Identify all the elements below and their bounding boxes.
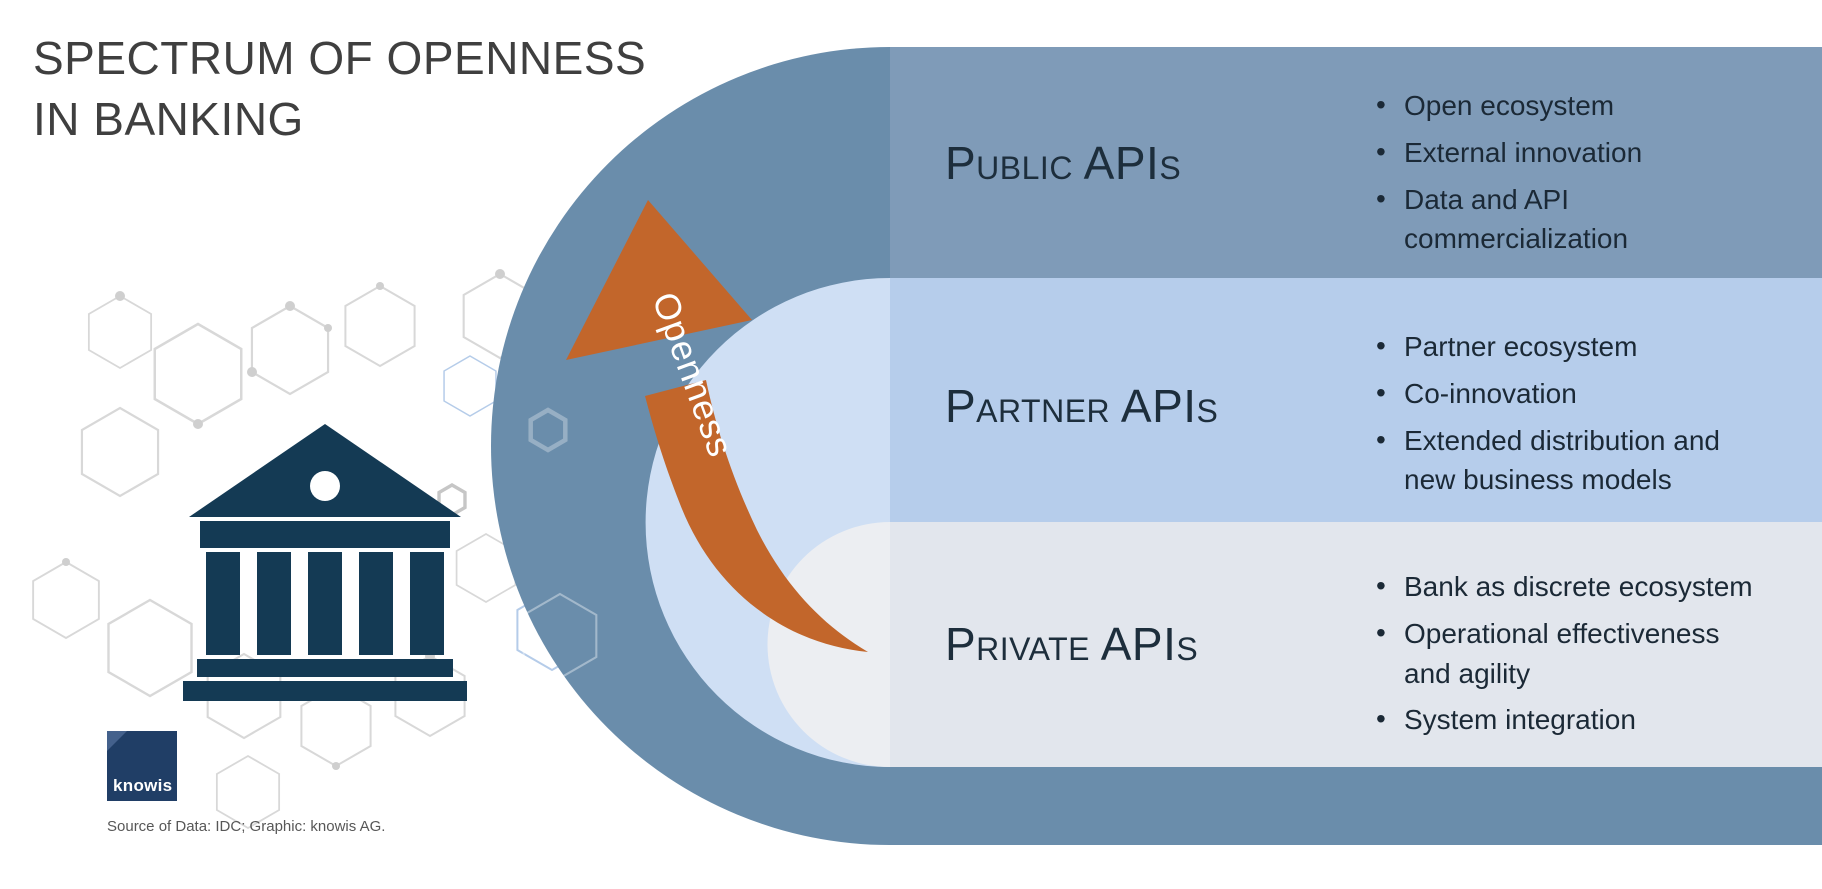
source-note: Source of Data: IDC; Graphic: knowis AG. (107, 818, 386, 835)
page-title: SPECTRUM OF OPENNESS IN BANKING (33, 32, 647, 145)
logo-fold-icon (107, 731, 127, 751)
bullet-item: Bank as discrete ecosystem (1372, 566, 1812, 607)
bank-building-icon (183, 424, 467, 701)
bullet-item: Operational effectiveness and agility (1372, 613, 1812, 694)
bullet-item: Co-innovation (1372, 373, 1812, 414)
private-apis-label: Private APIs (945, 618, 1199, 670)
knowis-logo: knowis (107, 731, 177, 801)
public-apis-label: Public APIs (945, 137, 1182, 189)
bullet-item: Partner ecosystem (1372, 326, 1812, 367)
bullet-item: Data and API commercialization (1372, 179, 1812, 260)
bullet-item: Open ecosystem (1372, 85, 1812, 126)
partner-apis-bullet-list: Partner ecosystem Co-innovation Extended… (1372, 326, 1812, 507)
partner-apis-label: Partner APIs (945, 380, 1219, 432)
hexagon-pattern-icon (32, 269, 589, 829)
arrow-body (645, 380, 868, 652)
arrow-head-icon (566, 200, 752, 360)
knowis-logo-text: knowis (113, 776, 173, 795)
private-apis-bullet-list: Bank as discrete ecosystem Operational e… (1372, 566, 1812, 747)
bullet-item: External innovation (1372, 132, 1812, 173)
bullet-item: System integration (1372, 699, 1812, 740)
bullet-item: Extended distribution and new business m… (1372, 420, 1812, 501)
public-apis-bullet-list: Open ecosystem External innovation Data … (1372, 85, 1812, 266)
